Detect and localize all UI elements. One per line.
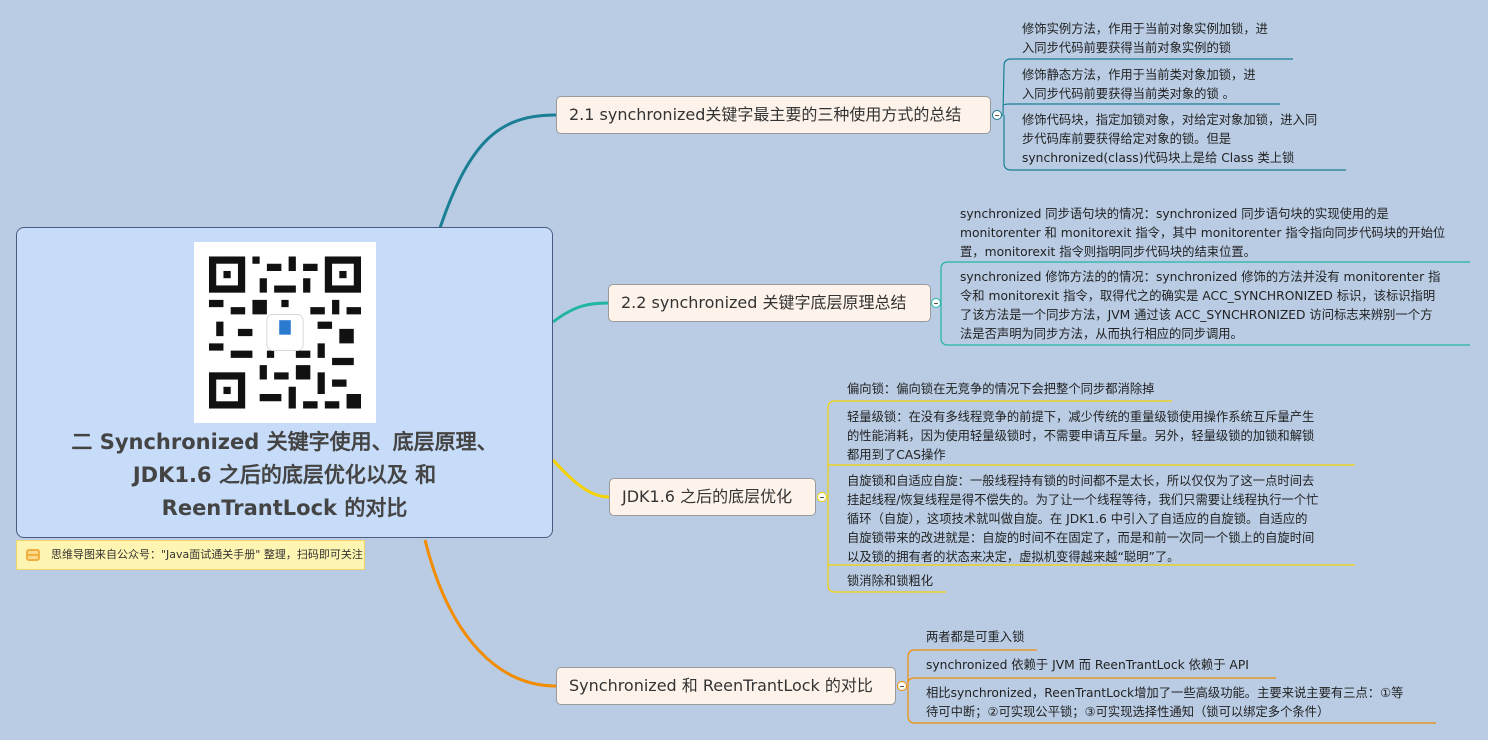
connector-branch-4: [423, 539, 557, 688]
root-title-line: ReenTrantLock 的对比: [161, 496, 408, 520]
leaf-text-line: 都用到了CAS操作: [847, 448, 946, 462]
bracket-branch-4: [907, 649, 1436, 724]
leaf-node[interactable]: 轻量级锁：在没有多线程竞争的前提下，减少传统的重量级锁使用操作系统互斥量产生的性…: [847, 408, 1314, 465]
leaf-text-line: 入同步代码前要获得当前类对象的锁 。: [1022, 87, 1235, 101]
leaf-text-line: 自旋锁和自适应自旋：一般线程持有锁的时间都不是太长，所以仅仅为了这一点时间去: [847, 474, 1315, 488]
leaf-text-line: 步代码库前要获得给定对象的锁。但是: [1022, 132, 1232, 146]
leaf-text-line: monitorenter 和 monitorexit 指令，其中 monitor…: [960, 226, 1446, 240]
collapse-toggle-icon[interactable]: [931, 298, 941, 308]
collapse-toggle-icon[interactable]: [897, 681, 907, 691]
collapse-toggle-icon[interactable]: [817, 492, 827, 502]
leaf-text-line: 锁消除和锁粗化: [847, 574, 934, 588]
branch-label: 2.2 synchronized 关键字底层原理总结: [621, 293, 907, 312]
leaf-node[interactable]: synchronized 同步语句块的情况：synchronized 同步语句块…: [960, 205, 1445, 262]
leaf-text-line: synchronized 修饰方法的的情况：synchronized 修饰的方法…: [960, 270, 1441, 284]
branch-node-comparison[interactable]: Synchronized 和 ReenTrantLock 的对比: [556, 667, 896, 705]
leaf-text-line: 循环（自旋），这项技术就叫做自旋。在 JDK1.6 中引入了自适应的自旋锁。自适…: [847, 512, 1308, 526]
bracket-branch-3: [827, 400, 1355, 593]
root-title-line: JDK1.6 之后的底层优化以及 和: [132, 463, 437, 487]
leaf-text-line: 自旋锁带来的改进就是：自旋的时间不在固定了，而是和前一次同一个锁上的自旋时间: [847, 531, 1315, 545]
leaf-node[interactable]: 修饰静态方法，作用于当前类对象加锁，进入同步代码前要获得当前类对象的锁 。: [1022, 66, 1256, 104]
branch-label: 2.1 synchronized关键字最主要的三种使用方式的总结: [569, 105, 962, 124]
leaf-text-line: 轻量级锁：在没有多线程竞争的前提下，减少传统的重量级锁使用操作系统互斥量产生: [847, 410, 1315, 424]
leaf-text-line: 修饰静态方法，作用于当前类对象加锁，进: [1022, 68, 1256, 82]
leaf-text-line: synchronized 依赖于 JVM 而 ReenTrantLock 依赖于…: [926, 658, 1249, 672]
leaf-node[interactable]: synchronized 依赖于 JVM 而 ReenTrantLock 依赖于…: [926, 656, 1249, 675]
leaf-node[interactable]: synchronized 修饰方法的的情况：synchronized 修饰的方法…: [960, 268, 1440, 344]
note-text: 思维导图来自公众号："Java面试通关手册" 整理，扫码即可关注: [51, 548, 363, 561]
leaf-text-line: 两者都是可重入锁: [926, 630, 1025, 644]
leaf-text-line: 置，monitorexit 指令则指明同步代码块的结束位置。: [960, 245, 1256, 259]
leaf-text-line: synchronized 同步语句块的情况：synchronized 同步语句块…: [960, 207, 1389, 221]
leaf-node[interactable]: 锁消除和锁粗化: [847, 572, 933, 591]
bracket-branch-1: [997, 58, 1346, 171]
leaf-node[interactable]: 两者都是可重入锁: [926, 628, 1024, 647]
leaf-text-line: 了该方法是一个同步方法，JVM 通过该 ACC_SYNCHRONIZED 访问标…: [960, 308, 1433, 322]
leaf-node[interactable]: 偏向锁：偏向锁在无竞争的情况下会把整个同步都消除掉: [847, 380, 1154, 399]
root-title-line: 二 Synchronized 关键字使用、底层原理、: [71, 430, 498, 454]
connector-branch-3: [551, 458, 610, 499]
branch-node-jdk16[interactable]: JDK1.6 之后的底层优化: [609, 478, 816, 516]
branch-node-2-1[interactable]: 2.1 synchronized关键字最主要的三种使用方式的总结: [556, 96, 991, 134]
branch-label: JDK1.6 之后的底层优化: [622, 487, 793, 506]
root-node[interactable]: 二 Synchronized 关键字使用、底层原理、 JDK1.6 之后的底层优…: [16, 227, 553, 538]
leaf-node[interactable]: 自旋锁和自适应自旋：一般线程持有锁的时间都不是太长，所以仅仅为了这一点时间去挂起…: [847, 472, 1318, 567]
leaf-text-line: synchronized(class)代码块上是给 Class 类上锁: [1022, 151, 1295, 165]
connector-branch-1: [438, 113, 557, 229]
bracket-branch-2: [940, 261, 1470, 346]
leaf-node[interactable]: 修饰实例方法，作用于当前对象实例加锁，进入同步代码前要获得当前对象实例的锁: [1022, 20, 1268, 58]
branch-node-2-2[interactable]: 2.2 synchronized 关键字底层原理总结: [608, 284, 931, 322]
leaf-node[interactable]: 修饰代码块，指定加锁对象，对给定对象加锁，进入同步代码库前要获得给定对象的锁。但…: [1022, 111, 1317, 168]
note-box[interactable]: 思维导图来自公众号："Java面试通关手册" 整理，扫码即可关注: [16, 540, 365, 570]
branch-label: Synchronized 和 ReenTrantLock 的对比: [569, 676, 873, 695]
leaf-text-line: 待可中断；②可实现公平锁；③可实现选择性通知（锁可以绑定多个条件）: [926, 705, 1330, 719]
leaf-text-line: 相比synchronized，ReenTrantLock增加了一些高级功能。主要…: [926, 686, 1404, 700]
leaf-text-line: 修饰实例方法，作用于当前对象实例加锁，进: [1022, 22, 1268, 36]
note-icon: [26, 549, 40, 561]
connector-branch-2: [552, 301, 609, 324]
leaf-text-line: 令和 monitorexit 指令，取得代之的确实是 ACC_SYNCHRONI…: [960, 289, 1436, 303]
leaf-text-line: 以及锁的拥有者的状态来决定，虚拟机变得越来越“聪明”了。: [847, 550, 1180, 564]
leaf-text-line: 修饰代码块，指定加锁对象，对给定对象加锁，进入同: [1022, 113, 1318, 127]
leaf-text-line: 偏向锁：偏向锁在无竞争的情况下会把整个同步都消除掉: [847, 382, 1155, 396]
leaf-text-line: 的性能消耗，因为使用轻量级锁时，不需要申请互斥量。另外，轻量级锁的加锁和解锁: [847, 429, 1315, 443]
qr-code-image: [194, 242, 376, 423]
leaf-text-line: 入同步代码前要获得当前对象实例的锁: [1022, 41, 1232, 55]
leaf-node[interactable]: 相比synchronized，ReenTrantLock增加了一些高级功能。主要…: [926, 684, 1403, 722]
root-title: 二 Synchronized 关键字使用、底层原理、 JDK1.6 之后的底层优…: [17, 426, 552, 525]
collapse-toggle-icon[interactable]: [992, 110, 1002, 120]
leaf-text-line: 挂起线程/恢复线程是得不偿失的。为了让一个线程等待，我们只需要让线程执行一个忙: [847, 493, 1319, 507]
leaf-text-line: 法是否声明为同步方法，从而执行相应的同步调用。: [960, 327, 1243, 341]
